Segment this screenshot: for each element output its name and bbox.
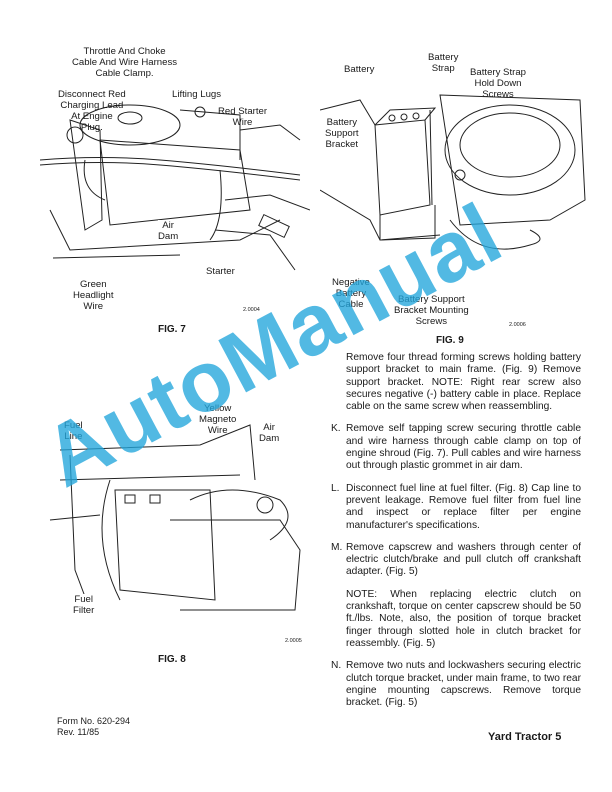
fig8-caption: FIG. 8 (158, 654, 186, 665)
label-battery-strap: Battery Strap (428, 52, 459, 74)
fig8-code: 2.0005 (285, 638, 302, 644)
fig9-code: 2.0006 (509, 322, 526, 328)
fig7-illustration (40, 104, 310, 271)
label-air-dam: Air Dam (158, 220, 179, 242)
instructions-column: Remove four thread forming screws holdin… (331, 352, 581, 719)
label-fuel-filter: Fuel Filter (73, 594, 95, 616)
page-footer-title: Yard Tractor 5 (488, 731, 562, 743)
label-disconnect-charging-lead: Disconnect Red Charging Lead At Engine P… (58, 89, 126, 133)
step-k: K.Remove self tapping screw securing thr… (331, 423, 582, 472)
label-throttle-cable-clamp: Throttle And Choke Cable And Wire Harnes… (72, 46, 178, 79)
label-bracket-mounting-screws: Battery Support Bracket Mounting Screws (394, 294, 469, 327)
label-air-dam-fig8: Air Dam (259, 422, 280, 444)
fig7-caption: FIG. 7 (158, 324, 186, 335)
label-negative-battery-cable: Negative Battery Cable (332, 277, 370, 310)
label-yellow-magneto-wire: Yellow Magneto Wire (199, 403, 237, 436)
step-m: M.Remove capscrew and washers through ce… (331, 541, 581, 578)
label-red-starter-wire: Red Starter Wire (218, 106, 268, 128)
label-battery-support-bracket: Battery Support Bracket (325, 117, 359, 150)
label-fuel-line: Fuel Line (64, 420, 83, 442)
footer-form-info: Form No. 620-294 Rev. 11/85 (57, 716, 130, 738)
label-strap-hold-down-screws: Battery Strap Hold Down Screws (470, 67, 526, 100)
label-battery: Battery (344, 64, 375, 75)
step-n: N.Remove two nuts and lockwashers securi… (331, 660, 581, 709)
label-green-headlight-wire: Green Headlight Wire (73, 279, 114, 312)
fig7-code: 2.0004 (243, 307, 260, 313)
step-l: L.Disconnect fuel line at fuel filter. (… (331, 482, 581, 531)
revision: Rev. 11/85 (57, 727, 100, 737)
step-paragraph: Remove four thread forming screws holdin… (346, 352, 581, 413)
note-paragraph: NOTE: When replacing electric clutch on … (346, 588, 581, 649)
label-starter: Starter (206, 266, 235, 277)
form-number: Form No. 620-294 (57, 716, 131, 726)
fig9-illustration (320, 94, 586, 250)
fig9-caption: FIG. 9 (436, 335, 464, 346)
label-lifting-lugs: Lifting Lugs (172, 89, 222, 100)
